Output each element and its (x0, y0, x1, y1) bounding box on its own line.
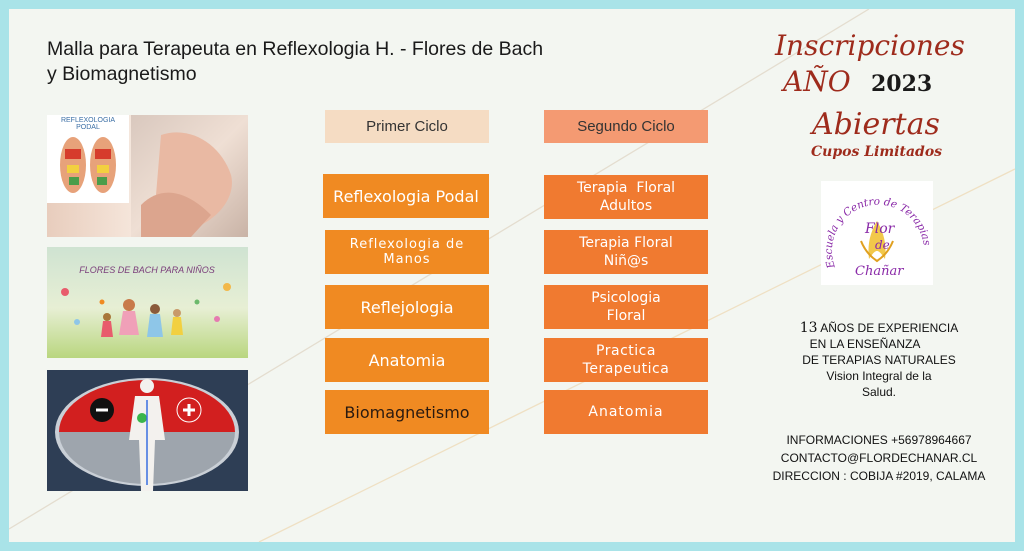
segundo-item-1: Terapia Floral Adultos (544, 175, 708, 219)
logo-name-2: de (875, 238, 890, 252)
segundo-item-4: Practica Terapeutica (544, 338, 708, 382)
contact-email: CONTACTO@FLORDECHANAR.CL (780, 451, 978, 465)
logo-name-1: Flor (864, 221, 896, 237)
experience-number: 13 (799, 320, 818, 336)
experience-line-5: Salud. (861, 385, 897, 399)
promo-ano: AÑO (783, 65, 851, 98)
experience-line-4: Vision Integral de la (826, 369, 932, 383)
promo-year: 2023 (871, 71, 933, 97)
poster: Malla para Terapeuta en Reflexologia H. … (9, 9, 1015, 542)
bach-flowers-label: FLORES DE BACH PARA NIÑOS (79, 265, 215, 275)
contact-phone: INFORMACIONES +56978964667 (786, 433, 972, 447)
foot-chart-label-2: PODAL (76, 124, 100, 131)
foot-icon (60, 137, 116, 193)
primer-item-1: Reflexologia Podal (323, 174, 489, 218)
segundo-item-2: Terapia Floral Niñ@s (544, 230, 708, 274)
primer-item-4: Anatomia (325, 338, 489, 382)
foot-chart: REFLEXOLOGIA PODAL (47, 115, 129, 203)
segundo-item-5: Anatomia (544, 390, 708, 434)
promo-abiertas: Abiertas (812, 107, 940, 142)
primer-ciclo-header: Primer Ciclo (325, 110, 489, 143)
promo-cupos: Cupos Limitados (811, 144, 943, 160)
hand-icon (141, 132, 232, 237)
page-title: Malla para Terapeuta en Reflexologia H. … (47, 37, 727, 87)
biomagnetism-photo (47, 370, 248, 491)
primer-item-2: Reflexologia de Manos (325, 230, 489, 274)
logo-name-3: Chañar (855, 264, 904, 279)
foot-massage-image (47, 203, 131, 237)
segundo-item-3: Psicologia Floral (544, 285, 708, 329)
primer-item-5: Biomagnetismo (325, 390, 489, 434)
minus-icon (96, 408, 108, 412)
segundo-ciclo-header: Segundo Ciclo (544, 110, 708, 143)
experience-line-3: DE TERAPIAS NATURALES (802, 353, 956, 367)
hand-massage-image (131, 115, 248, 237)
contact-address: DIRECCION : COBIJA #2019, CALAMA (772, 469, 986, 483)
bach-flowers-photo: FLORES DE BACH PARA NIÑOS (47, 247, 248, 358)
magnet-illustration (55, 378, 239, 491)
primer-item-3: Reflejologia (325, 285, 489, 329)
children-illustration (61, 283, 231, 337)
contact-block: INFORMACIONES +56978964667 CONTACTO@FLOR… (729, 431, 1015, 485)
foot-chart-label-1: REFLEXOLOGIA (60, 117, 116, 124)
title-line-2: y Biomagnetismo (47, 63, 197, 85)
school-logo: Escuela y Centro de Terapias Flor de Cha… (821, 181, 933, 285)
experience-block: 13 AÑOS DE EXPERIENCIA EN LA ENSEÑANZA D… (729, 320, 1015, 400)
title-line-1: Malla para Terapeuta en Reflexologia H. … (47, 38, 544, 60)
experience-line-1: AÑOS DE EXPERIENCIA (820, 321, 959, 335)
reflexology-photo: REFLEXOLOGIA PODAL (47, 115, 248, 237)
logo-icon: Escuela y Centro de Terapias Flor de Cha… (823, 196, 933, 279)
promo-inscripciones: Inscripciones (775, 29, 965, 62)
experience-line-2: EN LA ENSEÑANZA (809, 337, 921, 351)
